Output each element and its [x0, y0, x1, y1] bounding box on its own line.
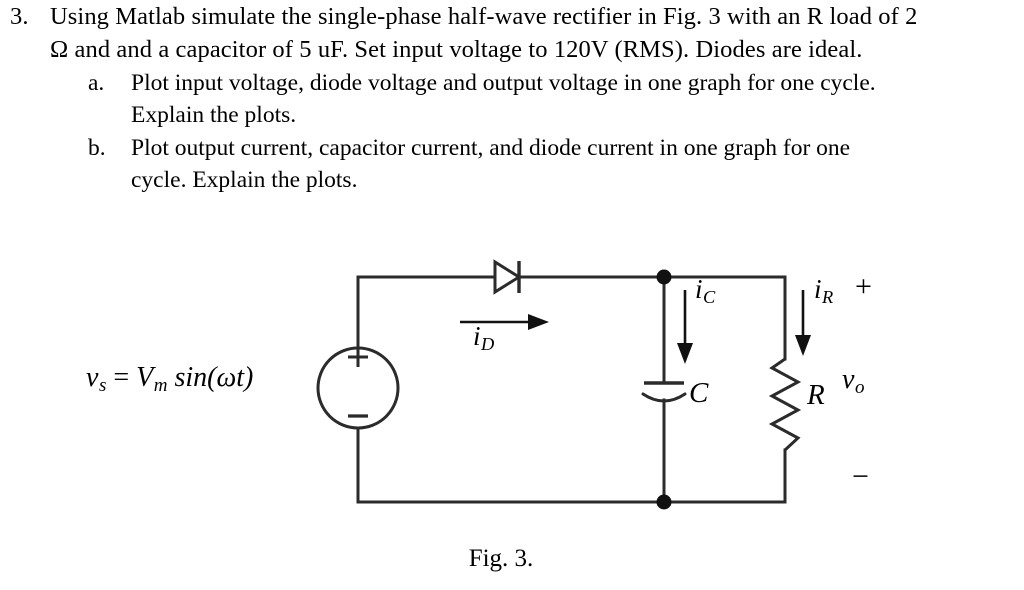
- subitem-a-line-2: Explain the plots.: [131, 102, 297, 128]
- current-arrow-resistor: [795, 290, 811, 356]
- output-voltage-label: vo: [842, 364, 865, 399]
- question-subitem-a: a. Plot input voltage, diode voltage and…: [0, 67, 1024, 131]
- figure-caption-text: Fig. 3.: [468, 545, 534, 572]
- subitem-marker-a: a.: [88, 70, 105, 96]
- source-equals: =: [106, 362, 137, 393]
- capacitor-current-label: iC: [695, 276, 715, 307]
- resistor-label: R: [807, 379, 825, 411]
- capacitor-current-subscript: C: [703, 287, 716, 308]
- diode-current-subscript: D: [481, 334, 495, 355]
- current-arrow-capacitor: [677, 290, 693, 364]
- circuit-diagram-svg: [316, 259, 811, 510]
- source-plus-icon: [348, 347, 368, 367]
- subitem-marker-b: b.: [88, 135, 106, 161]
- capacitor-label: C: [689, 377, 709, 409]
- subitem-body-b: Plot output current, capacitor current, …: [131, 132, 1006, 196]
- subitem-b-line-1: Plot output current, capacitor current, …: [131, 135, 851, 161]
- question-number: 3.: [10, 3, 29, 30]
- node-dot-top: [656, 269, 672, 285]
- circuit-figure: vs = Vm sin(ωt) iD iC iR C R vo + − Fig.…: [0, 228, 1024, 590]
- question-line-1: Using Matlab simulate the single-phase h…: [50, 3, 918, 30]
- output-voltage-subscript: o: [854, 377, 865, 399]
- diode-symbol: [493, 259, 522, 295]
- current-arrow-diode: [460, 314, 549, 330]
- source-V: V: [136, 362, 154, 393]
- question-subitem-b: b. Plot output current, capacitor curren…: [0, 132, 1024, 196]
- capacitor-symbol: [641, 381, 687, 403]
- question-body: Using Matlab simulate the single-phase h…: [50, 0, 1018, 66]
- source-v-subscript: s: [98, 375, 107, 397]
- resistor-current-label: iR: [814, 276, 833, 307]
- resistor-current-subscript: R: [822, 287, 834, 308]
- source-V-subscript: m: [153, 375, 168, 397]
- subitem-body-a: Plot input voltage, diode voltage and ou…: [131, 67, 1006, 131]
- question-block: 3. Using Matlab simulate the single-phas…: [0, 0, 1024, 196]
- subitem-a-line-1: Plot input voltage, diode voltage and ou…: [131, 70, 876, 96]
- source-function: sin(ωt): [167, 362, 254, 393]
- output-polarity-plus: +: [855, 270, 872, 303]
- question-line-2: Ω and and a capacitor of 5 uF. Set input…: [50, 36, 863, 63]
- figure-caption: Fig. 3.: [0, 545, 1024, 573]
- question-item-3: 3. Using Matlab simulate the single-phas…: [0, 0, 1024, 66]
- subitem-b-line-2: cycle. Explain the plots.: [131, 167, 358, 193]
- diode-current-symbol: i: [473, 321, 481, 351]
- resistor-current-symbol: i: [814, 274, 822, 304]
- capacitor-current-symbol: i: [695, 274, 703, 304]
- source-v: v: [86, 362, 99, 393]
- output-polarity-minus: −: [852, 460, 869, 493]
- diode-current-label: iD: [473, 323, 494, 354]
- source-voltage-label: vs = Vm sin(ωt): [86, 362, 254, 397]
- node-dot-bottom: [656, 494, 672, 510]
- resistor-symbol: [768, 357, 802, 452]
- output-voltage-symbol: v: [842, 364, 855, 395]
